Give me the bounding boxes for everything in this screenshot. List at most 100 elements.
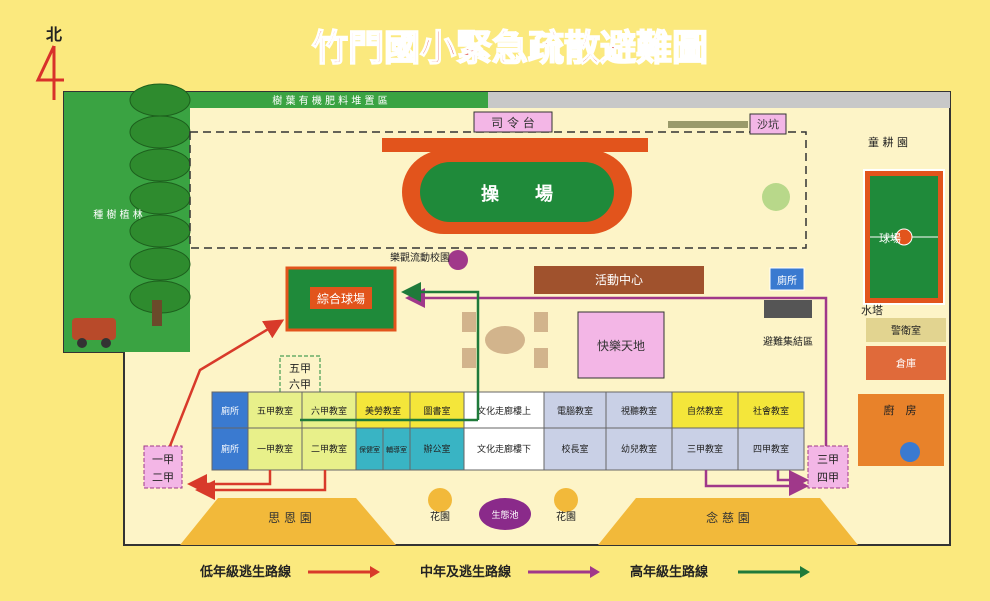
- garden-right: [598, 498, 858, 545]
- central-table: [485, 326, 525, 354]
- room-bottom-0: 廁所: [211, 427, 249, 471]
- tree-circle: [762, 183, 790, 211]
- water-tower-label: 水塔: [861, 304, 883, 317]
- toilet-building: [769, 267, 805, 291]
- svg-text:六甲教室: 六甲教室: [311, 405, 347, 417]
- room-top-7: 視聽教室: [605, 391, 673, 429]
- svg-text:文化走廊樓下: 文化走廊樓下: [477, 443, 531, 455]
- room-top-2: 六甲教室: [301, 391, 357, 429]
- storage-label: 倉庫: [896, 357, 916, 370]
- room-top-1: 五甲教室: [247, 391, 303, 429]
- room-bottom-3: 保健室: [355, 427, 384, 471]
- route-upper-grades: [300, 282, 480, 422]
- svg-text:電腦教室: 電腦教室: [557, 405, 593, 417]
- kitchen-label: 廚 房: [884, 403, 917, 417]
- north-arrow-icon: [35, 45, 64, 100]
- svg-text:花園: 花園: [556, 510, 576, 523]
- garden-left-label: 思 恩 園: [268, 511, 312, 525]
- happy-land: [577, 311, 665, 379]
- grade56-box: 五甲 六甲: [279, 355, 321, 395]
- svg-text:一甲教室: 一甲教室: [257, 443, 293, 455]
- classroom-row-bottom: 廁所 一甲教室 二甲教室 保健室輔導室辦公室文化走廊樓下 校長室 幼兒教室 三甲教室 四甲教室: [211, 427, 805, 471]
- forest-label: 種 樹 植 林: [93, 208, 143, 221]
- room-bottom-5: 辦公室: [409, 427, 465, 471]
- pond-label: 生態池: [491, 509, 518, 521]
- svg-text:三甲教室: 三甲教室: [687, 443, 723, 455]
- grade34-box: 三甲 四甲: [807, 445, 849, 489]
- svg-text:二甲: 二甲: [152, 471, 174, 484]
- mobile-library-label: 樂觀流動校園: [390, 251, 450, 264]
- field-label: 操 場: [481, 183, 553, 205]
- classroom-row-top: 廁所五甲教室六甲教室美勞教室圖書室文化走廊樓上電腦教室視聽教室自然教室社會教室: [211, 391, 805, 429]
- svg-text:圖書室: 圖書室: [423, 405, 450, 417]
- room-top-3: 美勞教室: [355, 391, 411, 429]
- podium: [473, 111, 553, 133]
- svg-text:視聽教室: 視聽教室: [621, 405, 657, 417]
- svg-text:二甲教室: 二甲教室: [311, 443, 347, 455]
- happy-land-label: 快樂天地: [597, 338, 645, 353]
- svg-text:六甲: 六甲: [289, 378, 311, 391]
- sandpit-path: [668, 121, 748, 128]
- garden-right-label: 念 慈 園: [706, 510, 750, 525]
- room-top-8: 自然教室: [671, 391, 739, 429]
- pond: [479, 498, 531, 530]
- room-bottom-6: 文化走廊樓下: [463, 427, 545, 471]
- multi-court-label: 綜合球場: [317, 291, 365, 306]
- svg-text:保健室: 保健室: [359, 445, 380, 454]
- svg-text:一甲: 一甲: [152, 453, 174, 466]
- north-label: 北: [46, 25, 62, 44]
- legend-item-0: 低年級逃生路線: [199, 564, 380, 580]
- compost-label: 樹 葉 有 機 肥 料 堆 置 區: [272, 94, 387, 107]
- mobile-library-icon: [448, 250, 468, 270]
- flower-left: 花園: [428, 488, 452, 523]
- room-top-4: 圖書室: [409, 391, 465, 429]
- svg-text:廁所: 廁所: [221, 443, 239, 455]
- svg-text:校長室: 校長室: [561, 443, 588, 455]
- svg-text:四甲教室: 四甲教室: [753, 443, 789, 455]
- svg-text:幼兒教室: 幼兒教室: [621, 443, 657, 455]
- room-bottom-4: 輔導室: [382, 427, 411, 471]
- storage-room: [866, 346, 946, 380]
- storage-shed: [764, 300, 812, 318]
- svg-text:五甲: 五甲: [289, 362, 311, 375]
- legend-item-2: 高年級生路線: [630, 564, 810, 580]
- svg-text:低年級逃生路線: 低年級逃生路線: [199, 564, 292, 580]
- top-path: [488, 92, 950, 108]
- room-bottom-9: 三甲教室: [671, 427, 739, 471]
- room-top-5: 文化走廊樓上: [463, 391, 545, 429]
- route-middle-grades: [405, 288, 828, 496]
- toy-garden-label: 童 耕 園: [868, 135, 908, 149]
- podium-label: 司 令 台: [491, 115, 535, 130]
- basketball-label: 球場: [879, 231, 901, 245]
- grade12-box: 一甲 二甲: [143, 445, 183, 489]
- sports-field: [420, 162, 614, 222]
- svg-text:自然教室: 自然教室: [687, 405, 723, 417]
- room-top-9: 社會教室: [737, 391, 805, 429]
- svg-text:輔導室: 輔導室: [386, 445, 407, 454]
- kitchen-icon: [900, 442, 920, 462]
- svg-text:社會教室: 社會教室: [753, 405, 789, 417]
- room-bottom-8: 幼兒教室: [605, 427, 673, 471]
- room-bottom-7: 校長室: [543, 427, 607, 471]
- toilet-label: 廁所: [777, 274, 797, 287]
- room-bottom-10: 四甲教室: [737, 427, 805, 471]
- svg-text:花園: 花園: [430, 510, 450, 523]
- flower-right: 花園: [554, 488, 578, 523]
- disaster-shelter-label: 避難集結區: [763, 335, 813, 348]
- route-lower-grades: [168, 319, 327, 500]
- guard-room: [866, 318, 946, 342]
- garden-left: [180, 498, 396, 545]
- svg-text:四甲: 四甲: [817, 471, 839, 484]
- track-top: [382, 138, 648, 152]
- legend: 低年級逃生路線 中年及逃生路線 高年級生路線: [199, 564, 810, 580]
- room-top-6: 電腦教室: [543, 391, 607, 429]
- field-boundary: [189, 131, 807, 249]
- activity-center: [534, 266, 704, 294]
- svg-text:五甲教室: 五甲教室: [257, 405, 293, 417]
- tree-trunk: [152, 300, 162, 326]
- svg-text:高年級生路線: 高年級生路線: [630, 564, 709, 580]
- compost-strip: [190, 92, 488, 108]
- legend-item-1: 中年及逃生路線: [420, 564, 600, 580]
- map-title: 竹門國小緊急疏散避難圖: [312, 28, 708, 69]
